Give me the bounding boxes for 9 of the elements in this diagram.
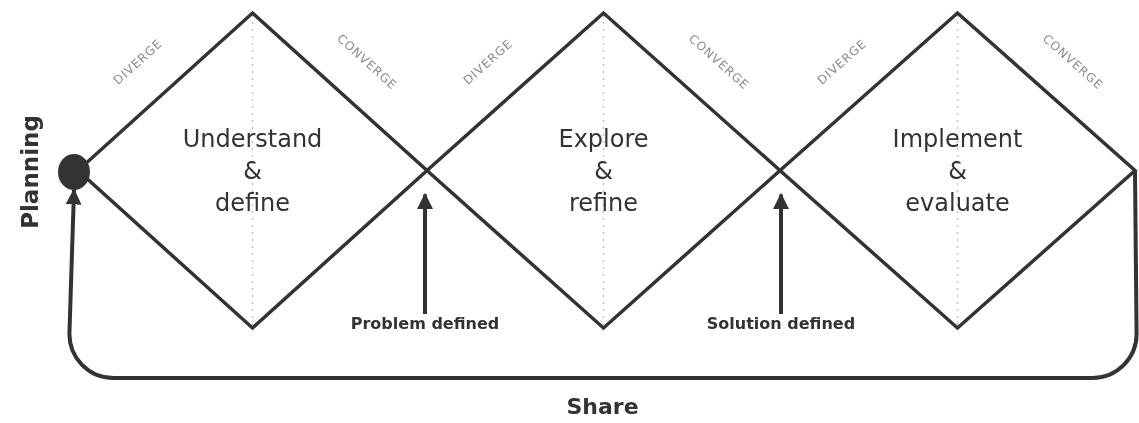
arrow xyxy=(773,192,789,314)
stage-label: Explore & refine xyxy=(557,123,650,219)
arrow xyxy=(417,192,433,314)
milestone-label: Problem defined xyxy=(350,314,500,333)
milestone-label: Solution defined xyxy=(706,314,856,333)
stage-label: Implement & evaluate xyxy=(891,123,1024,219)
side-label: Planning xyxy=(17,115,43,229)
arrow xyxy=(65,170,1139,380)
stage-label: Understand & define xyxy=(181,123,324,219)
